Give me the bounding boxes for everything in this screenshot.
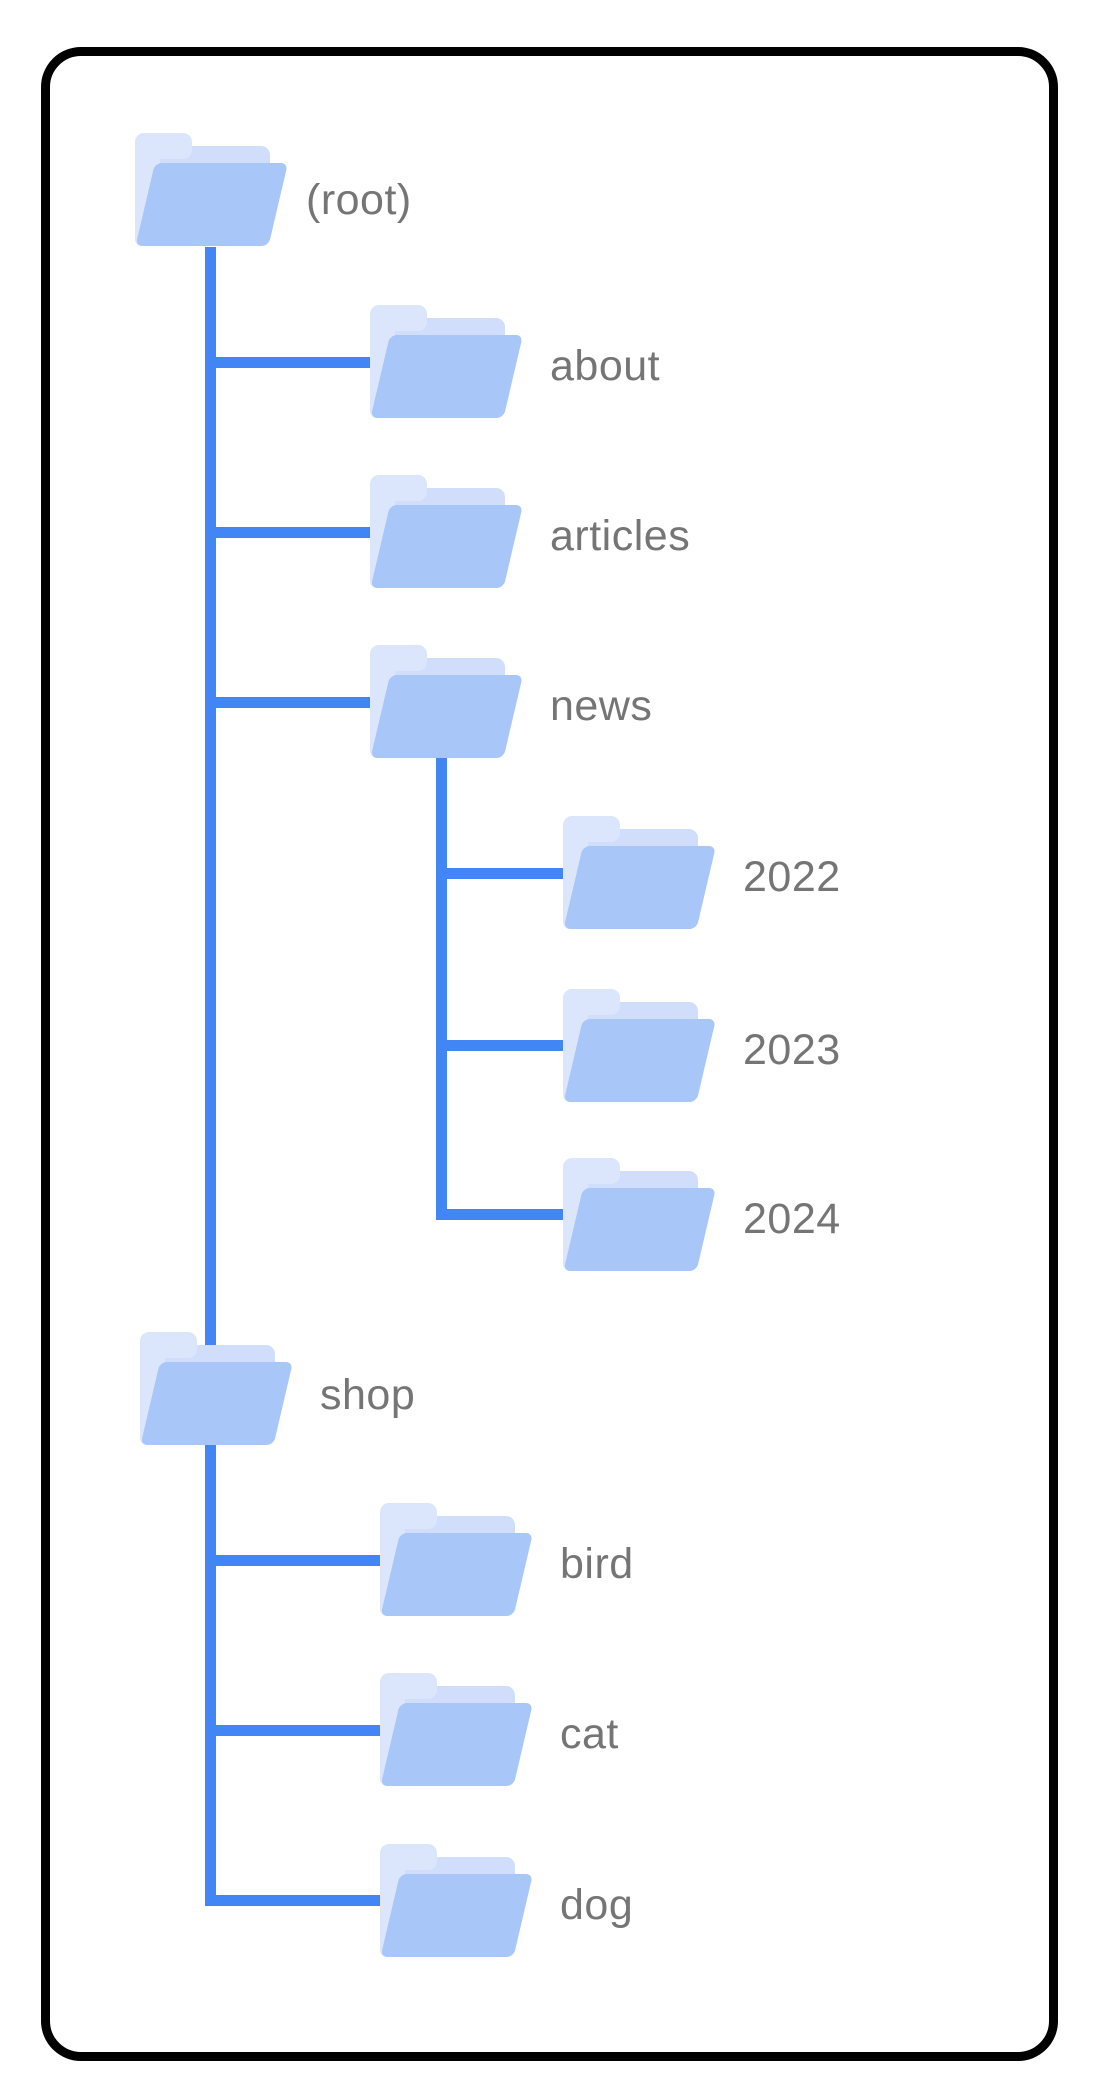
connector-branch-cat xyxy=(205,1725,380,1736)
connector-branch-dog xyxy=(205,1895,380,1906)
folder-node-2023 xyxy=(563,989,716,1102)
folder-node-news xyxy=(370,645,523,758)
connector-branch-2024 xyxy=(436,1209,563,1220)
folder-label-root: (root) xyxy=(306,175,412,224)
connector-trunk-root xyxy=(205,247,216,1906)
connector-branch-news xyxy=(205,697,370,708)
folder-icon xyxy=(370,645,523,758)
folder-node-dog xyxy=(380,1844,533,1957)
folder-icon xyxy=(563,1158,716,1271)
folder-label-dog: dog xyxy=(560,1880,634,1929)
folder-node-2022 xyxy=(563,816,716,929)
folder-node-root xyxy=(135,133,288,246)
folder-node-2024 xyxy=(563,1158,716,1271)
folder-icon xyxy=(563,816,716,929)
folder-icon xyxy=(140,1332,293,1445)
folder-label-articles: articles xyxy=(550,511,691,560)
folder-icon xyxy=(135,133,288,246)
folder-label-2024: 2024 xyxy=(743,1194,841,1243)
folder-icon xyxy=(380,1844,533,1957)
folder-label-about: about xyxy=(550,341,661,390)
folder-label-2023: 2023 xyxy=(743,1025,841,1074)
folder-label-shop: shop xyxy=(320,1370,416,1419)
folder-node-shop xyxy=(140,1332,293,1445)
folder-label-news: news xyxy=(550,681,653,730)
folder-icon xyxy=(563,989,716,1102)
folder-label-2022: 2022 xyxy=(743,852,841,901)
folder-node-cat xyxy=(380,1673,533,1786)
folder-node-bird xyxy=(380,1503,533,1616)
folder-label-bird: bird xyxy=(560,1539,634,1588)
folder-node-about xyxy=(370,305,523,418)
folder-icon xyxy=(370,475,523,588)
connector-branch-articles xyxy=(205,527,370,538)
connector-branch-bird xyxy=(205,1555,380,1566)
folder-icon xyxy=(380,1503,533,1616)
folder-icon xyxy=(370,305,523,418)
connector-branch-2023 xyxy=(436,1040,563,1051)
connector-branch-2022 xyxy=(436,868,563,879)
folder-node-articles xyxy=(370,475,523,588)
folder-icon xyxy=(380,1673,533,1786)
connector-branch-about xyxy=(205,357,370,368)
connector-trunk-news xyxy=(436,758,447,1220)
folder-label-cat: cat xyxy=(560,1709,619,1758)
